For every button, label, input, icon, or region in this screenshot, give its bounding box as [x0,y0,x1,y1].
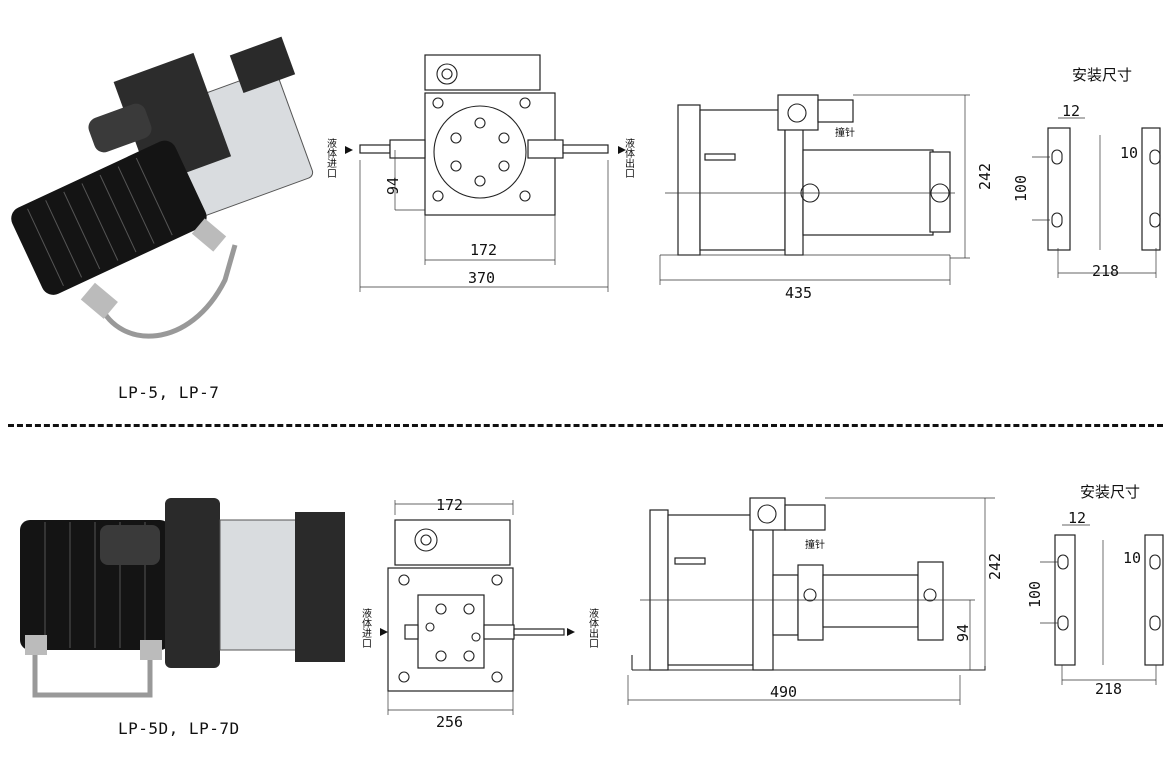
dim-side-height-bottom: 242 [986,553,1004,580]
striker-label-top: 撞针 [835,126,855,139]
dim-side-lower-bottom: 94 [954,624,972,642]
dim-mount-top-top: 12 [1062,102,1080,120]
dim-front-inner-top: 172 [470,241,497,259]
section-divider [8,424,1163,427]
dim-front-height-top: 94 [384,177,402,195]
dim-side-length-top: 435 [785,284,812,302]
dim-mount-hole-bottom: 10 [1123,549,1141,567]
dim-front-total-bottom: 256 [436,713,463,731]
outlet-label-bottom: 液体出口 [587,607,599,648]
dim-mount-v-bottom: 100 [1026,581,1044,608]
dim-front-top-bottom: 172 [436,496,463,514]
pump-photo-top [11,36,314,339]
dim-mount-hole-top: 10 [1120,144,1138,162]
mount-diagram-bottom [1040,524,1164,685]
front-view-top [345,54,626,292]
front-view-bottom [380,500,575,715]
bottom-drawings: 液体进口 液体出口 172 256 撞针 490 242 94 [20,483,1164,731]
dim-side-height-top: 242 [976,163,994,190]
inlet-label-bottom: 液体进口 [360,607,372,648]
dim-side-length-bottom: 490 [770,683,797,701]
model-label-bottom: LP-5D, LP-7D [118,719,240,738]
side-view-bottom [627,497,995,705]
pump-photo-bottom [20,498,345,698]
install-title-top: 安装尺寸 [1072,66,1132,84]
inlet-label-top: 液体进口 [325,137,337,178]
dim-front-total-top: 370 [468,269,495,287]
outlet-label-top: 液体出口 [623,137,635,178]
mount-diagram-top [1032,117,1161,278]
dim-mount-v-top: 100 [1012,175,1030,202]
top-section: 液体进口 液体出口 94 172 370 撞针 435 242 [11,36,1161,402]
striker-label-bottom: 撞针 [805,538,825,551]
side-view-top [659,94,970,285]
install-title-bottom: 安装尺寸 [1080,483,1140,501]
dim-mount-top-bottom: 12 [1068,509,1086,527]
model-label-top: LP-5, LP-7 [118,383,220,402]
top-drawings: 液体进口 液体出口 94 172 370 撞针 435 242 [11,36,1161,339]
dim-mount-h-top: 218 [1092,262,1119,280]
bottom-section: 液体进口 液体出口 172 256 撞针 490 242 94 [0,430,1168,764]
dim-mount-h-bottom: 218 [1095,680,1122,698]
